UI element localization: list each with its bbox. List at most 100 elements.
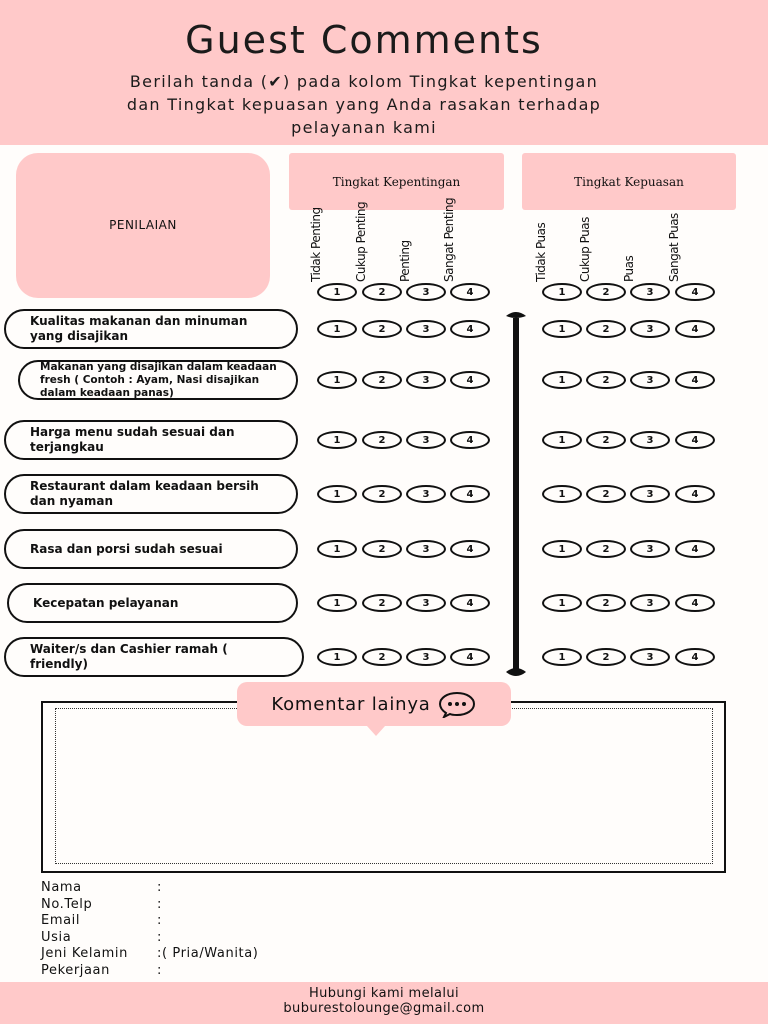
importance-rating-option[interactable]: 4: [450, 485, 490, 503]
criteria-row-label: Harga menu sudah sesuai dan terjangkau: [4, 420, 298, 460]
satisfaction-rating-option[interactable]: 2: [586, 540, 626, 558]
importance-rating-option[interactable]: 3: [406, 320, 446, 338]
satisfaction-rating-option[interactable]: 4: [675, 648, 715, 666]
form-field-nama[interactable]: Nama:: [41, 880, 258, 897]
importance-rating-option[interactable]: 4: [450, 320, 490, 338]
satisfaction-rating-option[interactable]: 1: [542, 540, 582, 558]
field-sep: :: [157, 913, 162, 928]
divider-top-cap: [506, 312, 526, 318]
satisfaction-scale-bubble: 4: [675, 283, 715, 301]
importance-rating-option[interactable]: 3: [406, 371, 446, 389]
importance-column-header: Tidak Penting: [309, 207, 323, 282]
satisfaction-rating-option[interactable]: 3: [630, 371, 670, 389]
satisfaction-rating-option[interactable]: 3: [630, 320, 670, 338]
satisfaction-rating-option[interactable]: 2: [586, 594, 626, 612]
satisfaction-rating-option[interactable]: 4: [675, 320, 715, 338]
importance-rating-option[interactable]: 2: [362, 431, 402, 449]
satisfaction-rating-option[interactable]: 3: [630, 431, 670, 449]
importance-rating-option[interactable]: 1: [317, 540, 357, 558]
field-value: ( Pria/Wanita): [161, 946, 259, 961]
importance-rating-option[interactable]: 1: [317, 594, 357, 612]
satisfaction-rating-option[interactable]: 1: [542, 371, 582, 389]
criteria-row-label: Rasa dan porsi sudah sesuai: [4, 529, 298, 569]
form-field-pekerjaan[interactable]: Pekerjaan:: [41, 963, 258, 980]
importance-rating-option[interactable]: 1: [317, 320, 357, 338]
field-sep: :: [157, 880, 162, 895]
form-field-telp[interactable]: No.Telp:: [41, 897, 258, 914]
field-sep: :: [157, 946, 162, 961]
satisfaction-column-header: Tidak Puas: [534, 222, 548, 282]
satisfaction-rating-option[interactable]: 2: [586, 431, 626, 449]
importance-rating-option[interactable]: 2: [362, 485, 402, 503]
importance-rating-option[interactable]: 3: [406, 594, 446, 612]
importance-rating-option[interactable]: 4: [450, 594, 490, 612]
form-field-kelamin[interactable]: Jeni Kelamin:( Pria/Wanita): [41, 946, 258, 963]
satisfaction-column-header: Sangat Puas: [667, 213, 681, 282]
importance-rating-option[interactable]: 3: [406, 431, 446, 449]
importance-scale-bubble: 3: [406, 283, 446, 301]
criteria-row-label: Restaurant dalam keadaan bersih dan nyam…: [4, 474, 298, 514]
importance-rating-option[interactable]: 2: [362, 594, 402, 612]
satisfaction-rating-option[interactable]: 3: [630, 648, 670, 666]
satisfaction-rating-option[interactable]: 3: [630, 594, 670, 612]
satisfaction-rating-option[interactable]: 1: [542, 431, 582, 449]
importance-rating-option[interactable]: 1: [317, 431, 357, 449]
satisfaction-rating-option[interactable]: 4: [675, 485, 715, 503]
satisfaction-rating-option[interactable]: 4: [675, 540, 715, 558]
field-label: Nama: [41, 880, 82, 895]
importance-rating-option[interactable]: 2: [362, 320, 402, 338]
satisfaction-rating-option[interactable]: 1: [542, 648, 582, 666]
field-label: No.Telp: [41, 896, 93, 912]
field-sep: :: [157, 929, 162, 945]
satisfaction-rating-option[interactable]: 2: [586, 320, 626, 338]
importance-rating-option[interactable]: 4: [450, 371, 490, 389]
satisfaction-rating-option[interactable]: 2: [586, 485, 626, 503]
satisfaction-rating-option[interactable]: 4: [675, 371, 715, 389]
field-sep: :: [157, 962, 162, 978]
importance-rating-option[interactable]: 4: [450, 648, 490, 666]
penilaian-box: [16, 153, 270, 298]
footer-email[interactable]: buburestolounge@gmail.com: [283, 1001, 485, 1016]
importance-column-header: Cukup Penting: [354, 201, 368, 282]
importance-scale-bubble: 2: [362, 283, 402, 301]
importance-rating-option[interactable]: 1: [317, 371, 357, 389]
criteria-row-label: Waiter/s dan Cashier ramah ( friendly): [4, 637, 304, 677]
importance-group-header: Tingkat Kepentingan: [289, 153, 504, 210]
satisfaction-scale-bubble: 1: [542, 283, 582, 301]
form-field-usia[interactable]: Usia:: [41, 930, 258, 947]
instructions-line: pelayanan kami: [291, 118, 437, 137]
satisfaction-rating-option[interactable]: 1: [542, 320, 582, 338]
satisfaction-rating-option[interactable]: 1: [542, 594, 582, 612]
importance-column-header: Penting: [398, 240, 412, 282]
instructions: Berilah tanda (✔) pada kolom Tingkat kep…: [20, 70, 708, 139]
importance-rating-option[interactable]: 2: [362, 648, 402, 666]
satisfaction-rating-option[interactable]: 4: [675, 431, 715, 449]
field-label: Usia: [41, 929, 72, 945]
importance-rating-option[interactable]: 3: [406, 648, 446, 666]
satisfaction-rating-option[interactable]: 3: [630, 485, 670, 503]
speech-bubble-icon: [438, 691, 475, 718]
footer-contact: Hubungi kami melalui buburestolounge@gma…: [0, 982, 768, 1024]
footer-line: Hubungi kami melalui: [308, 986, 460, 1001]
importance-rating-option[interactable]: 1: [317, 648, 357, 666]
satisfaction-rating-option[interactable]: 3: [630, 540, 670, 558]
importance-rating-option[interactable]: 2: [362, 371, 402, 389]
satisfaction-scale-bubble: 3: [630, 283, 670, 301]
importance-rating-option[interactable]: 4: [450, 431, 490, 449]
importance-rating-option[interactable]: 4: [450, 540, 490, 558]
importance-scale-bubble: 4: [450, 283, 490, 301]
importance-rating-option[interactable]: 3: [406, 540, 446, 558]
instructions-line: dan Tingkat kepuasan yang Anda rasakan t…: [126, 95, 602, 114]
satisfaction-rating-option[interactable]: 4: [675, 594, 715, 612]
field-label: Email: [41, 913, 81, 928]
field-sep: :: [157, 896, 162, 912]
page-title: Guest Comments: [185, 18, 543, 62]
importance-rating-option[interactable]: 3: [406, 485, 446, 503]
satisfaction-rating-option[interactable]: 2: [586, 648, 626, 666]
importance-rating-option[interactable]: 2: [362, 540, 402, 558]
satisfaction-rating-option[interactable]: 1: [542, 485, 582, 503]
importance-rating-option[interactable]: 1: [317, 485, 357, 503]
satisfaction-column-header: Cukup Puas: [578, 217, 592, 282]
form-field-email[interactable]: Email:: [41, 913, 258, 930]
satisfaction-rating-option[interactable]: 2: [586, 371, 626, 389]
